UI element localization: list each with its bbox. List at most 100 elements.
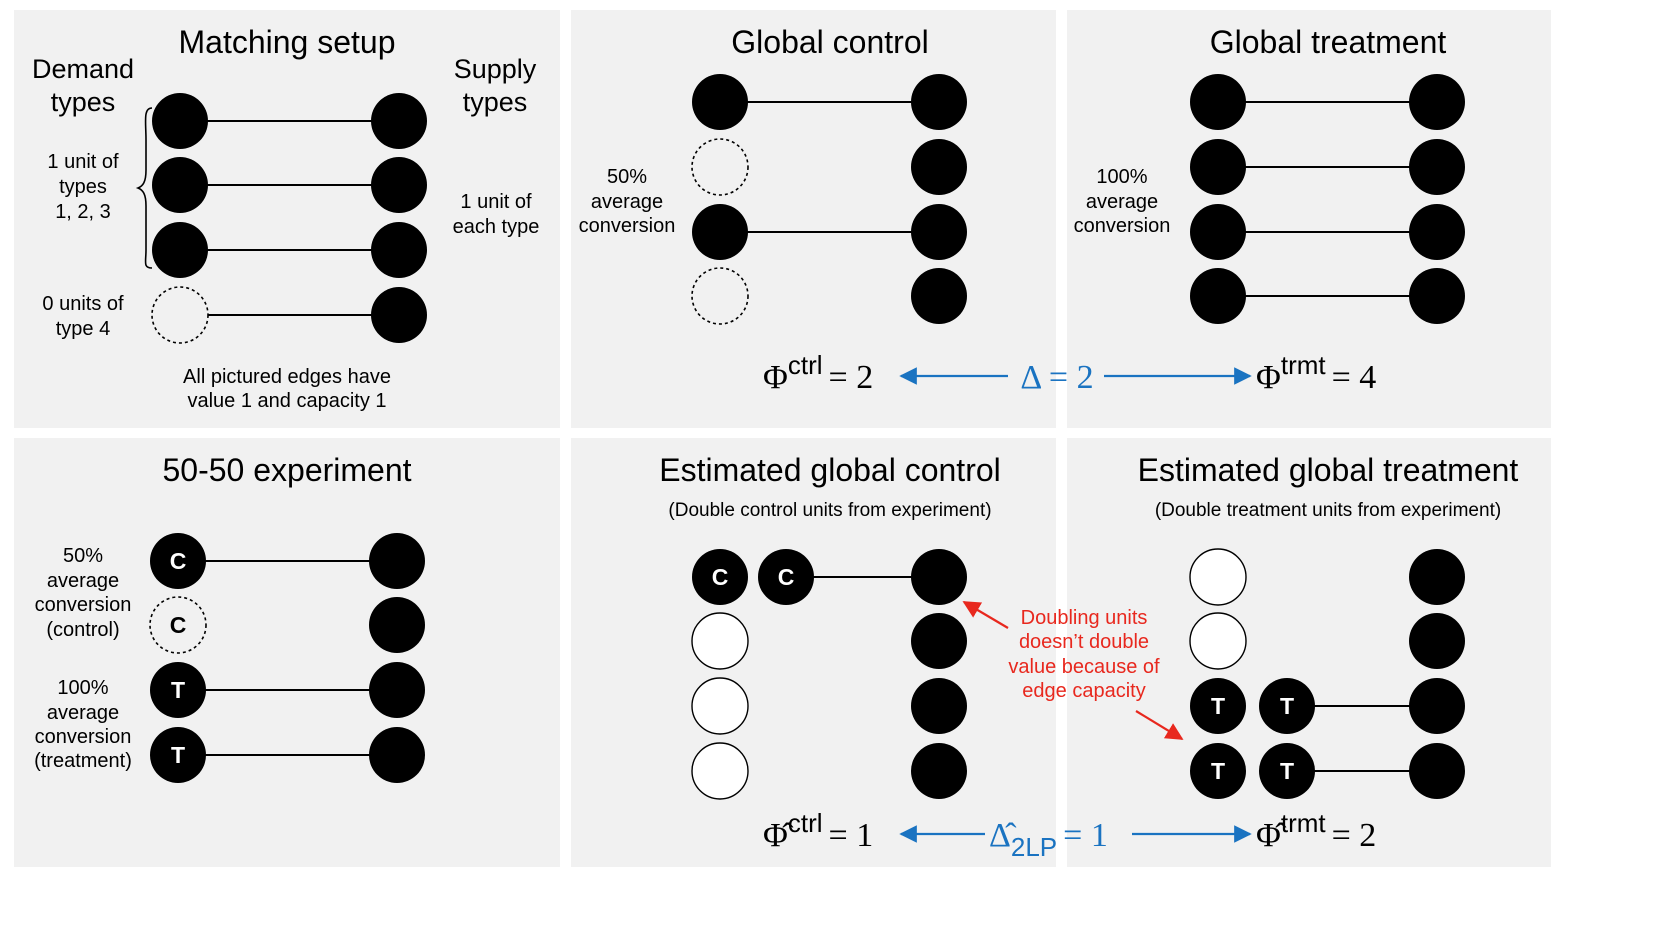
est-control-subtitle: (Double control units from experiment) [668, 500, 991, 521]
global-treatment-note-1: 100% [1096, 166, 1147, 188]
et-node-3b-mark: T [1280, 693, 1294, 719]
est-treatment-subtitle: (Double treatment units from experiment) [1155, 500, 1501, 521]
et-node-4b-mark: T [1280, 758, 1294, 784]
exp-demand-node-3 [150, 662, 206, 718]
setup-supply-node-3 [371, 222, 427, 278]
delta-bottom: Δ̂2LP= 1 [899, 817, 1252, 862]
phi-hat-ctrl: Φ̂ctrl= 1 [763, 808, 873, 854]
exp-supply-node-2 [369, 597, 425, 653]
gt-supply-node-1 [1409, 74, 1465, 130]
exp-treatment-note-3: conversion [35, 726, 132, 748]
et-demand-node-4a [1190, 743, 1246, 799]
ec-demand-node-3-empty [691, 677, 749, 735]
est-treatment: Estimated global treatment (Double treat… [1138, 452, 1519, 854]
ec-demand-node-1b [758, 549, 814, 605]
ec-node-1b-mark: C [778, 564, 795, 590]
phi-trmt: Φtrmt= 4 [1256, 350, 1376, 396]
capacity-annotation: Doubling units doesn’t double value beca… [962, 601, 1184, 740]
exp-treatment-note-1: 100% [57, 677, 108, 699]
ec-supply-node-3 [911, 678, 967, 734]
panel-est-control [571, 438, 1056, 867]
ec-supply-node-2 [911, 613, 967, 669]
matching-setup-title: Matching setup [178, 24, 395, 60]
gc-demand-node-1 [692, 74, 748, 130]
et-supply-node-3 [1409, 678, 1465, 734]
exp-treatment-note-4: (treatment) [34, 750, 132, 772]
gt-supply-node-3 [1409, 204, 1465, 260]
ec-supply-node-4 [911, 743, 967, 799]
gt-supply-node-2 [1409, 139, 1465, 195]
ec-demand-node-1a [692, 549, 748, 605]
et-demand-node-2-empty [1189, 612, 1247, 670]
demand-label-2: types [51, 87, 116, 117]
supply-label-2: types [463, 87, 528, 117]
gc-supply-node-4 [911, 268, 967, 324]
demand-label-1: Demand [32, 54, 134, 84]
phi-hat-trmt: Φ̂trmt= 2 [1256, 808, 1376, 854]
global-treatment-note-3: conversion [1074, 215, 1171, 237]
ec-supply-node-1 [911, 549, 967, 605]
et-supply-node-2 [1409, 613, 1465, 669]
exp-demand-node-1 [150, 533, 206, 589]
exp-demand-node-2-empty [149, 596, 207, 654]
setup-supply-node-2 [371, 157, 427, 213]
demand-brace [135, 107, 153, 269]
zero-note-1: 0 units of [42, 293, 124, 315]
setup-demand-node-2 [152, 157, 208, 213]
annotation-arrow-down [1135, 710, 1184, 740]
global-control-note-3: conversion [579, 215, 676, 237]
exp-node-1-mark: C [170, 548, 187, 574]
global-control: Global control 50% average conversion Φc… [579, 24, 967, 396]
panel-experiment [14, 438, 560, 867]
supply-label-1: Supply [454, 54, 537, 84]
setup-supply-node-4 [371, 287, 427, 343]
exp-control-note-2: average [47, 570, 119, 592]
delta-text: Δ = 2 [1020, 359, 1093, 396]
annotation-line-3: value because of [1008, 656, 1160, 678]
experiment: 50-50 experiment 50% average conversion … [34, 452, 425, 783]
est-treatment-title: Estimated global treatment [1138, 452, 1519, 488]
experiment-title: 50-50 experiment [162, 452, 411, 488]
est-control-title: Estimated global control [659, 452, 1001, 488]
exp-supply-node-4 [369, 727, 425, 783]
global-control-note-1: 50% [607, 166, 647, 188]
gc-demand-node-3 [692, 204, 748, 260]
exp-control-note-3: conversion [35, 594, 132, 616]
gc-supply-node-2 [911, 139, 967, 195]
gt-demand-node-2 [1190, 139, 1246, 195]
et-supply-node-4 [1409, 743, 1465, 799]
exp-node-4-mark: T [171, 742, 185, 768]
zero-note-2: type 4 [56, 318, 110, 340]
et-demand-node-1-empty [1189, 548, 1247, 606]
gc-supply-node-1 [911, 74, 967, 130]
et-supply-node-1 [1409, 549, 1465, 605]
annotation-arrow-up [962, 601, 1009, 629]
setup-demand-node-4-empty [151, 286, 209, 344]
panel-matching-setup [14, 10, 560, 428]
supply-note-1: 1 unit of [460, 191, 532, 213]
gt-demand-node-3 [1190, 204, 1246, 260]
exp-demand-node-4 [150, 727, 206, 783]
setup-demand-node-3 [152, 222, 208, 278]
setup-demand-node-1 [152, 93, 208, 149]
exp-control-note-4: (control) [46, 619, 119, 641]
gt-demand-node-1 [1190, 74, 1246, 130]
global-treatment-title: Global treatment [1210, 24, 1447, 60]
gt-demand-node-4 [1190, 268, 1246, 324]
matching-setup: Matching setup Demand types Supply types… [32, 24, 539, 412]
et-demand-node-3b [1259, 678, 1315, 734]
setup-footer-2: value 1 and capacity 1 [187, 390, 386, 412]
annotation-line-1: Doubling units [1021, 607, 1148, 629]
exp-node-3-mark: T [171, 677, 185, 703]
gc-demand-node-2-empty [691, 138, 749, 196]
et-node-4a-mark: T [1211, 758, 1225, 784]
ec-node-1a-mark: C [712, 564, 729, 590]
global-treatment: Global treatment 100% average conversion… [1074, 24, 1465, 396]
ec-demand-node-2-empty [691, 612, 749, 670]
gc-demand-node-4-empty [691, 267, 749, 325]
et-demand-node-4b [1259, 743, 1315, 799]
setup-footer-1: All pictured edges have [183, 366, 391, 388]
exp-control-note-1: 50% [63, 545, 103, 567]
annotation-line-4: edge capacity [1022, 680, 1145, 702]
